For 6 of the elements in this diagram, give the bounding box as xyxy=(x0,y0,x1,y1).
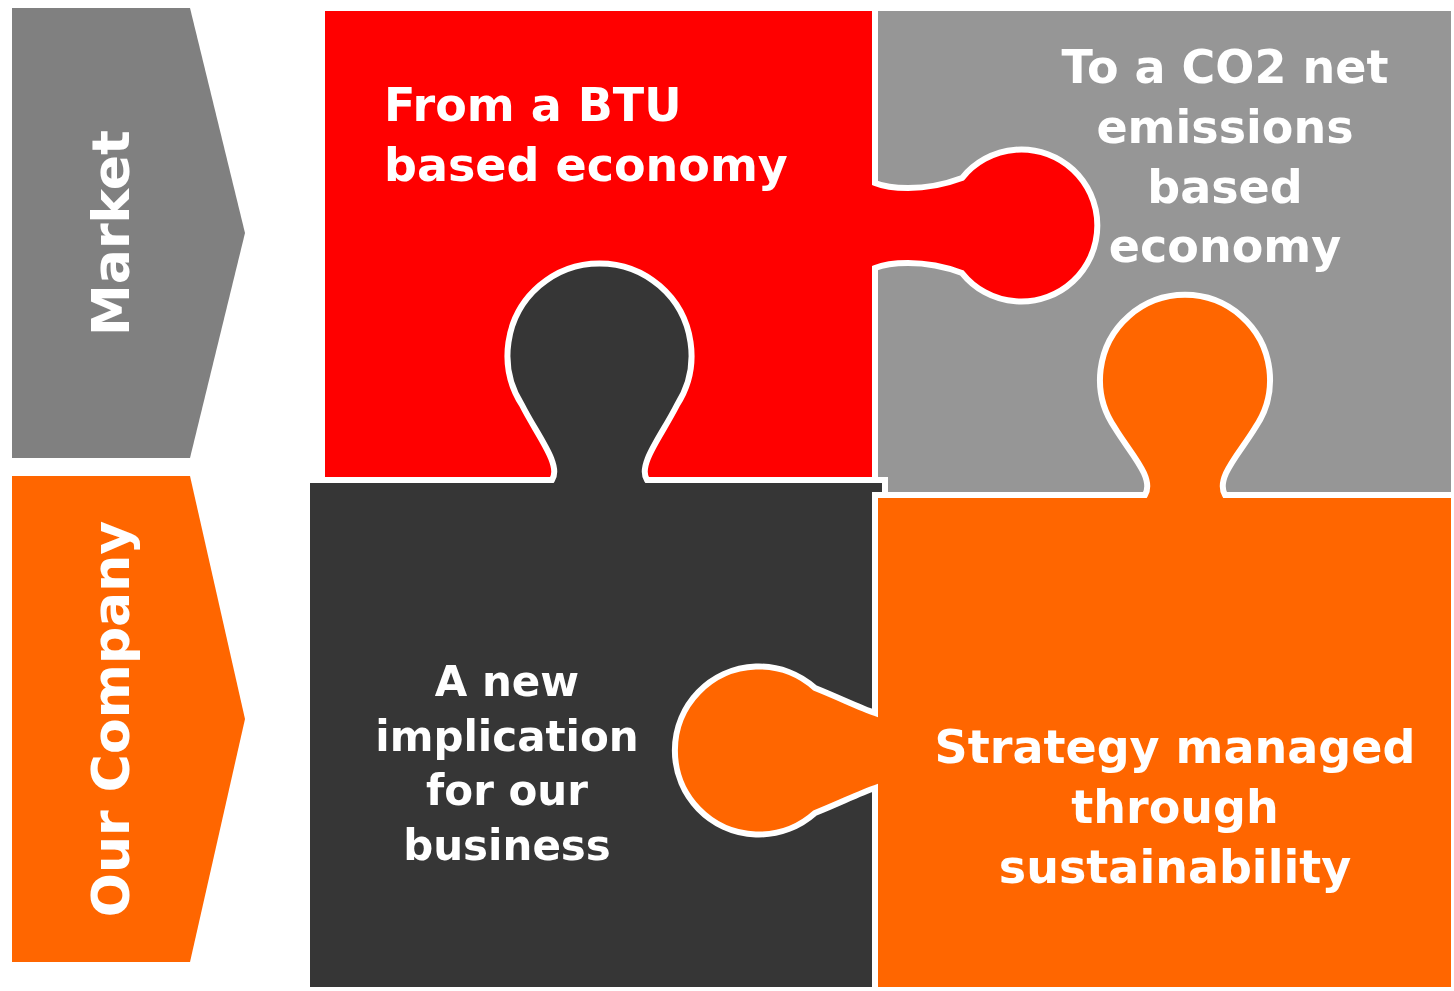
piece-label: To a CO2 net emissions based economy xyxy=(1060,39,1390,276)
piece-label: A new implication for our business xyxy=(374,656,640,872)
chevron-label: Market xyxy=(80,130,143,336)
chevron-label: Our Company xyxy=(80,520,143,918)
piece-label: From a BTU based economy xyxy=(384,77,789,194)
piece-label: Strategy managed through sustainability xyxy=(933,719,1417,896)
